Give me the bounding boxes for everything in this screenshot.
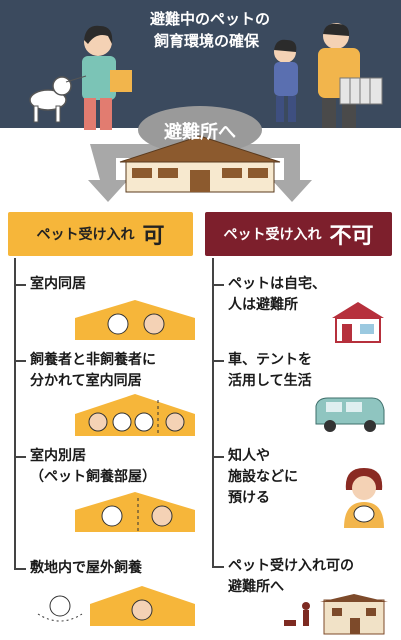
right-branch <box>212 566 224 568</box>
reject-item-3: 知人や 施設などに 預ける <box>228 446 338 509</box>
item-text: 車、テントを <box>228 352 312 368</box>
item-text: 施設などに <box>228 469 298 485</box>
person-holding-pet-icon <box>344 468 384 528</box>
banner-title-line2: 飼育環境の確保 <box>154 32 260 50</box>
item-text: 人は避難所 <box>228 297 298 313</box>
item-text: 分かれて室内同居 <box>30 373 142 389</box>
item-text: ペット受け入れ可の <box>228 558 354 574</box>
shelter-section <box>88 106 312 202</box>
reject-header: ペット受け入れ 不可 <box>205 212 392 256</box>
accept-header-label: ペット受け入れ <box>36 227 135 243</box>
right-branch <box>212 284 224 286</box>
item-text: 避難所へ <box>228 579 284 595</box>
item-text: ペットは自宅、 <box>228 276 326 292</box>
house-split-icon <box>75 394 195 436</box>
banner-title-line1: 避難中のペットの <box>150 10 271 28</box>
reject-header-big: 不可 <box>329 224 374 249</box>
center-label: 避難所へ <box>164 122 236 143</box>
right-tree-line <box>212 258 214 568</box>
accept-item-3: 室内別居 （ペット飼養部屋） <box>30 446 205 488</box>
accept-header-big: 可 <box>142 224 165 249</box>
woman-figure <box>82 25 132 130</box>
center-bubble <box>138 106 262 154</box>
house-separate-room-icon <box>75 492 195 532</box>
accept-item-1: 室内同居 <box>30 274 205 295</box>
child-figure <box>274 39 298 122</box>
item-text: 室内同居 <box>30 276 86 292</box>
item-text: 活用して生活 <box>228 373 312 389</box>
item-text: （ペット飼養部屋） <box>30 469 156 485</box>
evacuees-illustration <box>29 23 383 130</box>
item-text: 敷地内で屋外飼養 <box>30 560 142 576</box>
left-branch <box>14 568 26 570</box>
left-tree-line <box>14 258 16 570</box>
shelter-building-icon <box>119 135 281 193</box>
left-branch <box>14 284 26 286</box>
shelter-walk-icon <box>284 594 388 635</box>
reject-header-label: ペット受け入れ <box>223 227 322 243</box>
dog-figure <box>29 75 87 123</box>
item-text: 預ける <box>228 490 270 506</box>
home-icon <box>332 302 384 343</box>
outdoor-pet-icon <box>37 586 195 626</box>
man-figure <box>318 23 383 128</box>
banner-title: 避難中のペットの 飼育環境の確保 <box>150 8 380 52</box>
accept-header: ペット受け入れ 可 <box>8 212 193 256</box>
accept-item-4: 敷地内で屋外飼養 <box>30 558 205 579</box>
accept-item-2: 飼養者と非飼養者に 分かれて室内同居 <box>30 350 205 392</box>
item-text: 知人や <box>228 448 270 464</box>
reject-item-1: ペットは自宅、 人は避難所 <box>228 274 398 316</box>
right-branch <box>212 456 224 458</box>
left-branch <box>14 456 26 458</box>
car-icon <box>315 397 385 432</box>
reject-item-2: 車、テントを 活用して生活 <box>228 350 398 392</box>
house-pet-person-icon <box>75 300 195 340</box>
left-branch <box>14 360 26 362</box>
reject-item-4: ペット受け入れ可の 避難所へ <box>228 556 398 598</box>
right-branch <box>212 360 224 362</box>
item-text: 飼養者と非飼養者に <box>30 352 156 368</box>
item-text: 室内別居 <box>30 448 86 464</box>
